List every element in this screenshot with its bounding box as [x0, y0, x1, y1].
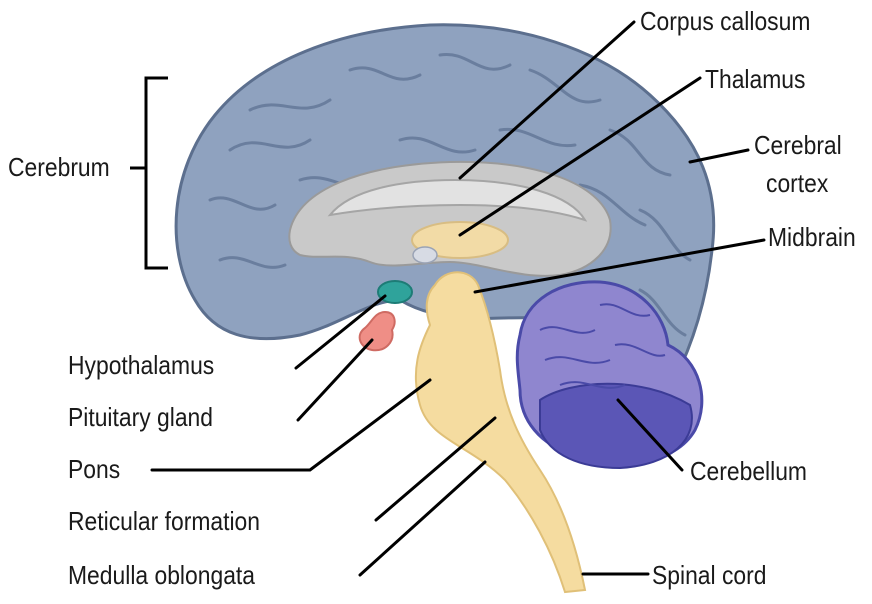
label-thalamus: Thalamus — [705, 64, 806, 94]
label-cerebrum: Cerebrum — [8, 152, 110, 182]
leader-thalamus — [458, 76, 702, 237]
label-spinal-cord: Spinal cord — [652, 560, 767, 590]
label-medulla-oblongata: Medulla oblongata — [68, 560, 255, 590]
leader-midbrain — [473, 238, 766, 294]
label-pituitary-gland: Pituitary gland — [68, 402, 213, 432]
leader-medulla — [358, 460, 487, 577]
leader-corpus-callosum — [458, 20, 636, 180]
leader-pons — [150, 378, 432, 472]
label-pons: Pons — [68, 454, 121, 484]
label-corpus-callosum: Corpus callosum — [640, 6, 811, 36]
hypothalamus-shape — [377, 280, 413, 304]
cerebrum-bracket — [130, 76, 168, 270]
label-cerebral-cortex-line1: Cerebral — [754, 130, 842, 160]
pituitary-shape — [358, 310, 396, 352]
label-cerebellum: Cerebellum — [690, 456, 807, 486]
label-cerebral-cortex-line2: cortex — [766, 168, 829, 198]
cerebellum-shape — [515, 280, 704, 470]
thalamus-shape — [411, 221, 509, 259]
ventricle-shape — [412, 246, 438, 264]
label-midbrain: Midbrain — [768, 222, 856, 252]
brainstem-shape — [414, 271, 587, 594]
corpus-callosum-shape — [327, 178, 588, 222]
leader-reticular-formation — [374, 416, 497, 522]
leader-hypothalamus — [294, 294, 387, 370]
label-hypothalamus: Hypothalamus — [68, 350, 215, 380]
leader-pituitary — [296, 338, 374, 422]
leader-cerebral-cortex — [688, 148, 750, 164]
leader-cerebellum — [616, 398, 684, 472]
label-reticular-formation: Reticular formation — [68, 506, 261, 536]
leader-lines — [150, 20, 766, 577]
